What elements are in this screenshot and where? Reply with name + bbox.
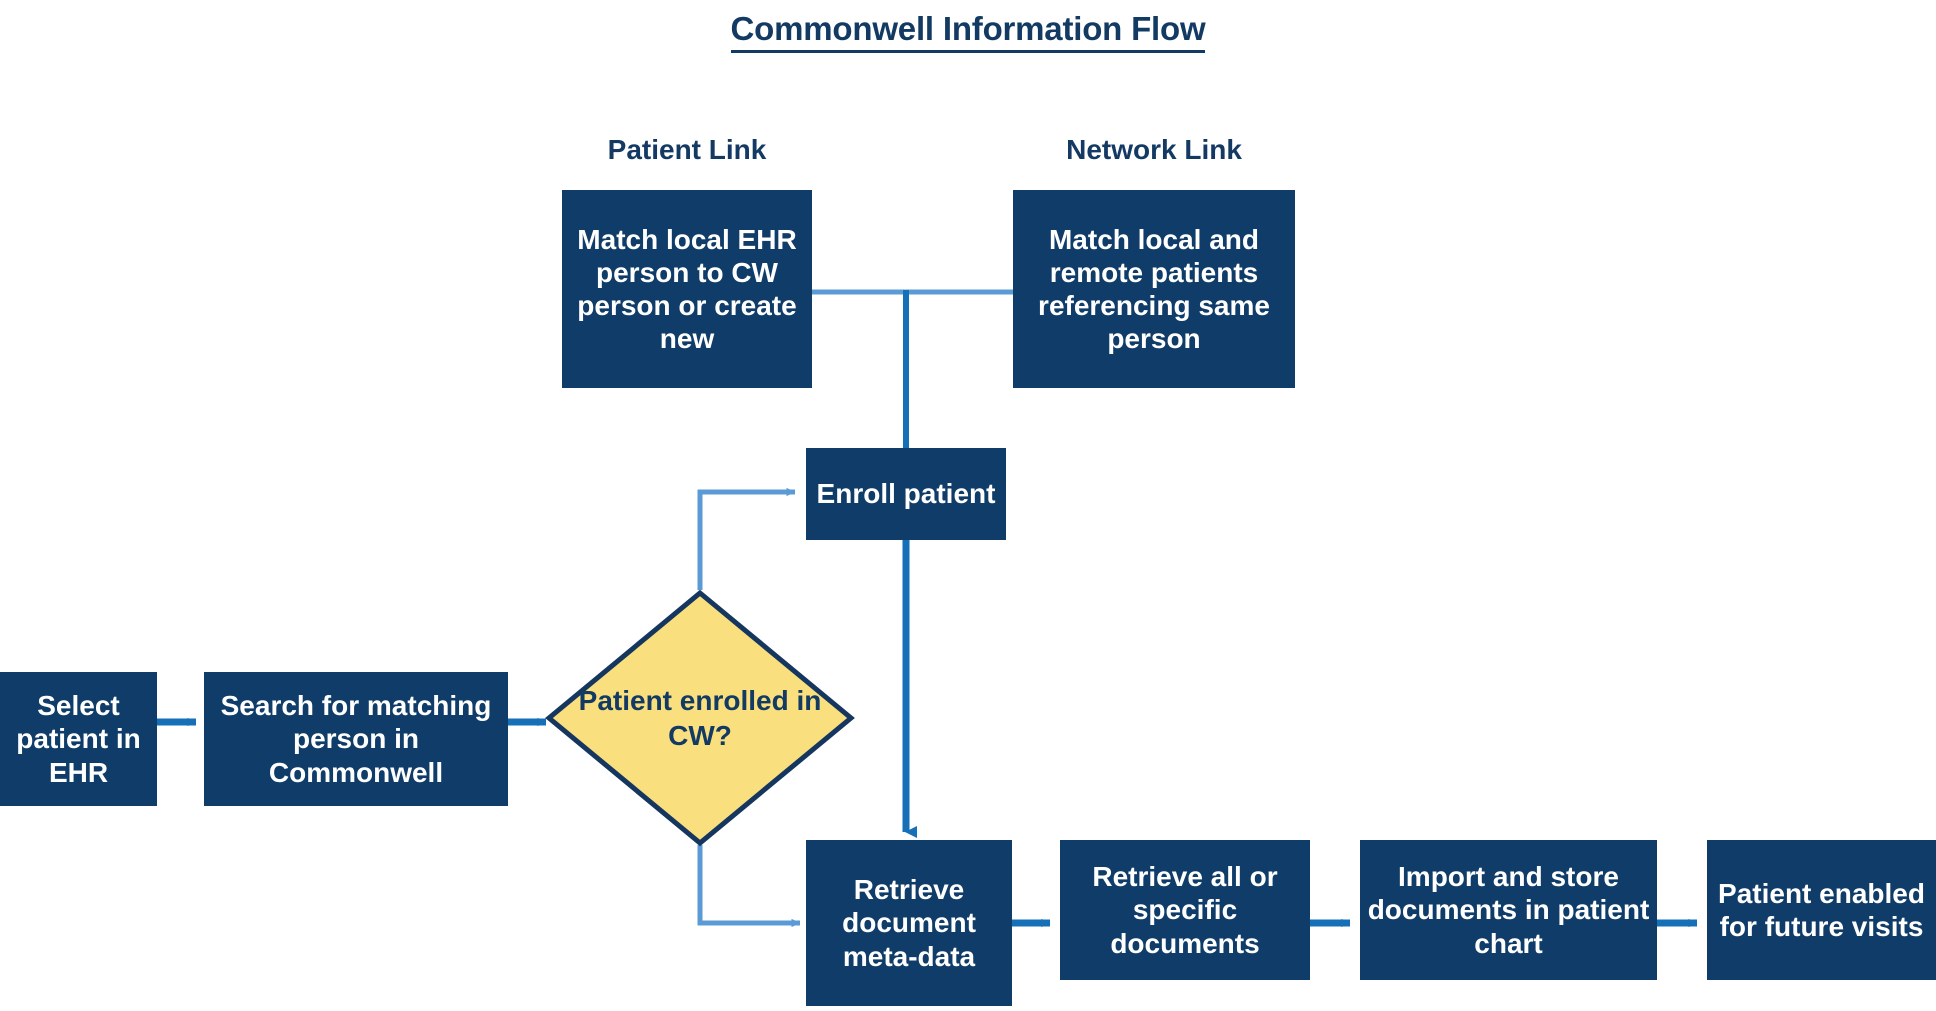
node-select-patient[interactable]: Select patient in EHR: [0, 672, 157, 806]
node-enroll-patient[interactable]: Enroll patient: [806, 448, 1006, 540]
node-retrieve-metadata[interactable]: Retrieve document meta-data: [806, 840, 1012, 1006]
connector-decision-no-to-retrieve: [697, 845, 801, 928]
decision-shape: [545, 589, 855, 847]
node-search-person[interactable]: Search for matching person in Commonwell: [204, 672, 508, 806]
page-title: Commonwell Information Flow: [0, 10, 1936, 53]
page-title-text: Commonwell Information Flow: [730, 10, 1206, 53]
connector-decision-yes-to-enroll: [697, 487, 796, 590]
node-import-store[interactable]: Import and store documents in patient ch…: [1360, 840, 1657, 980]
caption-network-link: Network Link: [1066, 134, 1242, 165]
caption-patient-link: Patient Link: [607, 134, 767, 165]
node-patient-enabled[interactable]: Patient enabled for future visits: [1707, 840, 1936, 980]
node-network-link-box[interactable]: Match local and remote patients referenc…: [1013, 190, 1295, 388]
node-retrieve-documents[interactable]: Retrieve all or specific documents: [1060, 840, 1310, 980]
node-patient-link-box[interactable]: Match local EHR person to CW person or c…: [562, 190, 812, 388]
decision-patient-enrolled[interactable]: Patient enrolled in CW?: [545, 589, 855, 847]
